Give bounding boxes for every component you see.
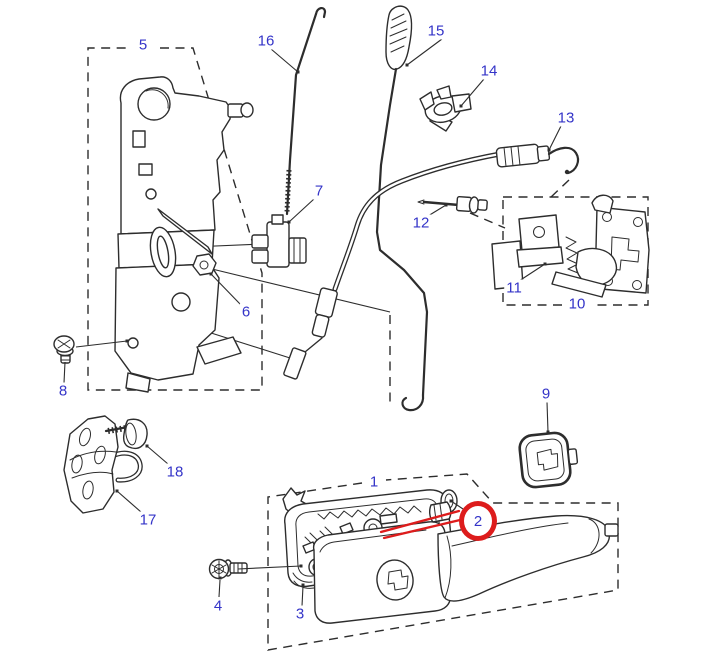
pin-12-art [417,195,488,214]
gasket-9-art [518,431,579,489]
callout-18[interactable]: 18 [164,463,186,481]
lock-assembly-box-5-outline [87,47,263,391]
callout-9[interactable]: 9 [539,385,553,403]
latch-box-10-outline [502,196,649,306]
cable-13-art [283,143,580,380]
callout-4[interactable]: 4 [211,597,225,615]
screw-18-art [104,418,148,450]
callout-11[interactable]: 11 [504,279,524,297]
callout-5[interactable]: 5 [136,36,150,54]
leader-lines [63,38,562,607]
latch-10-art [491,194,650,298]
callout-17[interactable]: 17 [137,511,159,529]
screw-8-art [53,335,75,364]
clip-7-art [251,214,307,268]
callout-6[interactable]: 6 [239,303,253,321]
projection-lines [191,179,570,406]
callout-1[interactable]: 1 [367,473,381,491]
callout-7[interactable]: 7 [312,182,326,200]
callout-16[interactable]: 16 [255,32,277,50]
callout-13[interactable]: 13 [555,109,577,127]
striker-17-art [63,415,143,514]
callout-10[interactable]: 10 [566,295,588,313]
callout-3[interactable]: 3 [293,605,307,623]
clip-14-art [419,85,472,132]
release-rod-15-art [375,5,429,412]
callout-2-highlighted[interactable]: 2 [459,501,497,541]
callout-14[interactable]: 14 [478,62,500,80]
lock-rod-16-art [284,7,327,216]
door-lock-assembly-art [114,76,254,393]
callout-12[interactable]: 12 [410,214,432,232]
callout-8[interactable]: 8 [56,382,70,400]
highlight-leader-lines [379,509,462,540]
callout-15[interactable]: 15 [425,22,447,40]
